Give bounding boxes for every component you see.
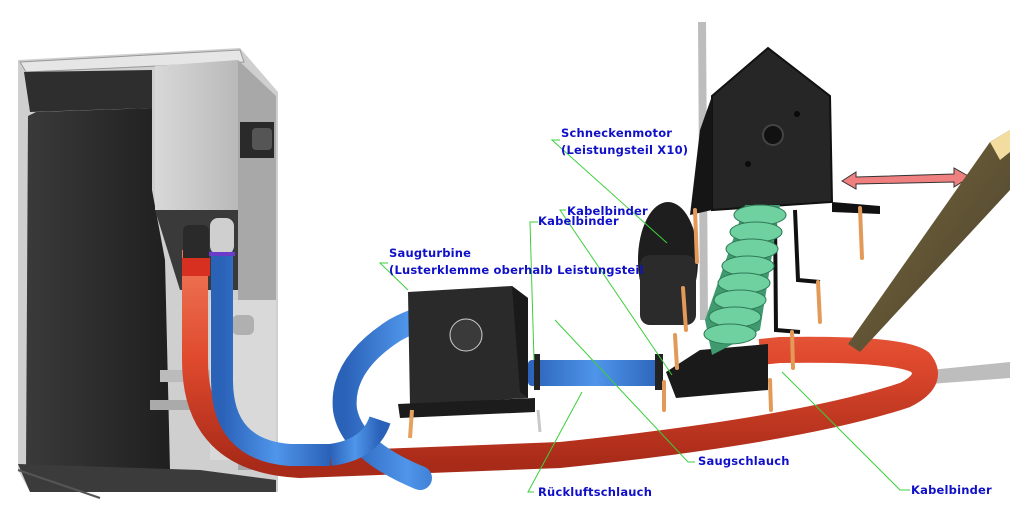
label-kabelbinder-mid: Kabelbinder xyxy=(538,214,619,228)
label-kabelbinder-top: Kabelbinder xyxy=(567,204,648,218)
label-schneckenmotor-sub: (Leistungsteil X10) xyxy=(561,143,689,157)
label-saugschlauch: Saugschlauch xyxy=(698,454,790,468)
suction-hose xyxy=(182,225,938,479)
label-kabelbinder-right: Kabelbinder xyxy=(911,483,992,497)
auger-screw xyxy=(703,204,787,355)
stick xyxy=(848,130,1010,352)
leader-lines xyxy=(378,139,910,493)
label-schneckenmotor: Schneckenmotor xyxy=(561,126,673,140)
label-saugturbine-sub: (Lusterklemme oberhalb Leistungsteil xyxy=(389,263,644,277)
mounting-pins xyxy=(662,206,864,412)
return-hose xyxy=(209,218,482,490)
distance-double-arrow-icon xyxy=(841,167,971,190)
suction-turbine xyxy=(398,286,663,439)
label-saugturbine: Saugturbine xyxy=(389,246,472,260)
label-rueckluftschlauch: Rückluftschlauch xyxy=(538,485,653,499)
